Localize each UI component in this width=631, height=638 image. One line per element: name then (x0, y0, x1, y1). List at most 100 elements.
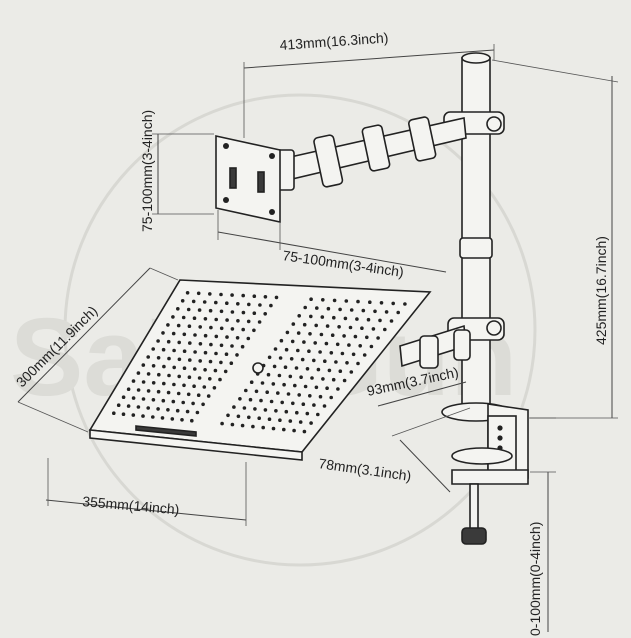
label-clamp-range: 0-100mm(0-4inch) (527, 522, 543, 636)
vent-hole (172, 348, 176, 353)
vent-hole (284, 347, 289, 352)
vent-hole (349, 308, 354, 312)
vent-hole (180, 299, 185, 303)
vent-hole (209, 325, 213, 330)
vent-hole (313, 341, 318, 345)
vent-hole (263, 312, 268, 316)
vent-hole (151, 415, 155, 419)
vent-hole (321, 377, 325, 381)
vent-hole (151, 347, 155, 351)
vent-hole (185, 291, 190, 295)
vent-hole (219, 343, 224, 348)
vent-hole (285, 330, 290, 335)
vent-hole (391, 301, 396, 306)
vent-hole (203, 317, 208, 321)
vent-hole (196, 291, 201, 296)
vent-hole (177, 374, 181, 379)
vent-hole (112, 411, 116, 416)
vent-hole (224, 352, 229, 357)
vent-hole (344, 299, 349, 303)
vent-hole (267, 355, 272, 360)
vent-hole (378, 318, 382, 323)
vesa-plate (215, 135, 281, 223)
vent-hole (358, 344, 363, 348)
vent-hole (257, 320, 262, 324)
vent-hole (265, 390, 270, 395)
vent-hole (248, 397, 253, 402)
vent-hole (282, 427, 286, 432)
vent-hole (366, 317, 371, 322)
vent-hole (338, 369, 343, 374)
vent-hole (167, 373, 171, 378)
vent-hole (244, 388, 248, 393)
vent-hole (389, 319, 394, 323)
vent-hole (166, 408, 170, 412)
vent-hole (218, 377, 222, 382)
vent-hole (362, 353, 367, 357)
vent-hole (322, 404, 327, 408)
vent-hole (308, 394, 312, 398)
vent-hole (345, 361, 349, 365)
vent-hole (238, 397, 242, 401)
vent-hole (193, 333, 197, 337)
vent-hole (308, 332, 312, 336)
vent-hole (369, 344, 374, 349)
vent-hole (156, 407, 160, 411)
label-height: 425mm(16.7inch) (593, 236, 609, 345)
vent-hole (274, 295, 279, 300)
vent-hole (141, 414, 145, 418)
vent-hole (301, 402, 306, 407)
vent-hole (324, 341, 329, 346)
vent-hole (342, 334, 346, 338)
vent-hole (161, 398, 166, 403)
vent-hole (383, 327, 387, 332)
vent-hole (266, 372, 271, 377)
vent-hole (172, 365, 176, 370)
vent-hole (196, 393, 201, 398)
vent-hole (208, 292, 212, 296)
vent-hole (190, 418, 194, 423)
vent-hole (299, 375, 303, 380)
vent-hole (302, 429, 307, 434)
vent-hole (314, 323, 319, 328)
vent-hole (126, 404, 131, 408)
vent-hole (240, 423, 245, 428)
vent-hole (320, 315, 325, 319)
vent-hole (171, 331, 176, 336)
vent-hole (263, 408, 268, 412)
vent-hole (219, 292, 223, 297)
vent-hole (177, 357, 182, 362)
label-vesa-vertical: 75-100mm(3-4inch) (139, 110, 155, 232)
vent-hole (321, 298, 325, 302)
vent-hole (171, 315, 175, 319)
vent-hole (295, 410, 299, 415)
vent-hole (197, 308, 202, 312)
vent-hole (220, 421, 224, 426)
vent-hole (202, 300, 207, 304)
vent-hole (384, 310, 389, 314)
vent-hole (371, 327, 376, 331)
vent-hole (198, 359, 202, 363)
vent-hole (298, 420, 303, 424)
vent-hole (214, 317, 218, 322)
vent-hole (230, 310, 235, 314)
vent-hole (121, 395, 126, 400)
vent-hole (166, 390, 171, 395)
vent-hole (161, 347, 166, 352)
vent-hole (241, 293, 245, 298)
vent-hole (175, 408, 180, 413)
vent-hole (355, 317, 359, 321)
vent-hole (226, 413, 230, 418)
vent-hole (271, 426, 276, 431)
vent-hole (296, 348, 300, 353)
vent-hole (351, 352, 356, 357)
vent-hole (309, 421, 313, 425)
vent-hole (136, 405, 141, 409)
vent-hole (303, 305, 308, 310)
vent-hole (203, 333, 208, 338)
vent-hole (403, 302, 407, 306)
vent-hole (172, 382, 176, 387)
vent-hole (360, 326, 364, 331)
vent-hole (193, 350, 197, 354)
